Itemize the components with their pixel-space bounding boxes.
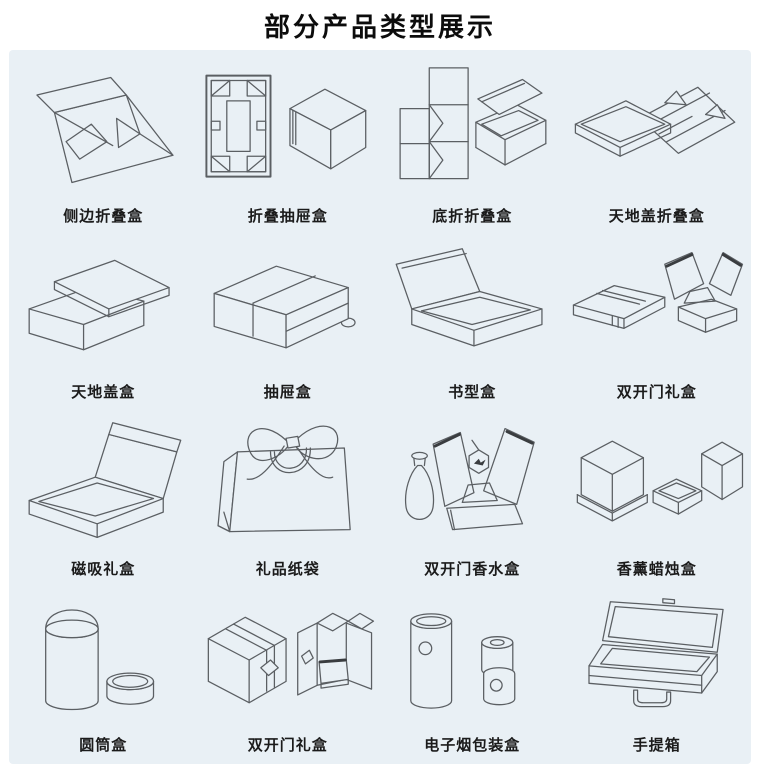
lid-base-folding-box-illustration — [574, 86, 736, 158]
product-label: 天地盖折叠盒 — [608, 207, 705, 225]
book-box-illustration — [395, 247, 543, 347]
product-item: 电子烟包装盒 — [380, 584, 565, 761]
product-item: 双开门香水盒 — [380, 407, 565, 584]
product-label: 香薰蜡烛盒 — [616, 560, 697, 578]
product-item: 天地盖折叠盒 — [565, 54, 750, 231]
product-item: 折叠抽屉盒 — [196, 54, 381, 231]
product-item: 圆筒盒 — [11, 584, 196, 761]
drawer-box-illustration — [213, 265, 356, 349]
product-label: 手提箱 — [632, 737, 681, 754]
magnetic-gift-box-illustration — [28, 422, 182, 539]
double-door-perfume-box-illustration — [405, 428, 536, 531]
product-item: 抽屉盒 — [196, 231, 381, 408]
product-label: 电子烟包装盒 — [424, 737, 521, 754]
product-label: 双开门礼盒 — [616, 384, 697, 401]
side-fold-box-illustration — [36, 77, 174, 184]
cylinder-box-illustration — [45, 609, 155, 710]
vape-packaging-box-illustration — [410, 612, 516, 709]
product-label: 双开门礼盒 — [247, 737, 328, 754]
double-door-gift-box-2-illustration — [207, 612, 374, 704]
product-item: 双开门礼盒 — [196, 584, 381, 761]
product-label: 抽屉盒 — [263, 384, 312, 401]
product-label: 底折折叠盒 — [432, 207, 513, 225]
product-item: 手提箱 — [565, 584, 750, 761]
product-label: 折叠抽屉盒 — [247, 207, 328, 225]
product-grid-panel: 侧边折叠盒 折叠抽屉盒 — [9, 50, 751, 764]
product-item: 磁吸礼盒 — [11, 407, 196, 584]
double-door-gift-box-illustration — [572, 251, 743, 333]
suitcase-illustration — [588, 597, 724, 708]
product-item: 书型盒 — [380, 231, 565, 408]
aroma-candle-box-illustration — [576, 440, 743, 522]
product-label: 侧边折叠盒 — [63, 207, 144, 225]
product-item: 底折折叠盒 — [380, 54, 565, 231]
product-label: 磁吸礼盒 — [71, 560, 136, 578]
product-item: 天地盖盒 — [11, 231, 196, 408]
lid-base-box-illustration — [28, 259, 170, 351]
folding-drawer-box-illustration — [205, 74, 367, 178]
product-label: 礼品纸袋 — [255, 560, 320, 578]
product-item: 双开门礼盒 — [565, 231, 750, 408]
product-label: 双开门香水盒 — [424, 560, 521, 578]
bottom-fold-box-illustration — [399, 67, 547, 180]
product-item: 侧边折叠盒 — [11, 54, 196, 231]
product-label: 天地盖盒 — [71, 384, 136, 401]
page-title: 部分产品类型展示 — [263, 11, 496, 42]
product-label: 书型盒 — [448, 384, 497, 401]
product-item: 礼品纸袋 — [196, 407, 381, 584]
product-item: 香薰蜡烛盒 — [565, 407, 750, 584]
gift-paper-bag-illustration — [217, 425, 351, 533]
product-label: 圆筒盒 — [79, 737, 128, 754]
